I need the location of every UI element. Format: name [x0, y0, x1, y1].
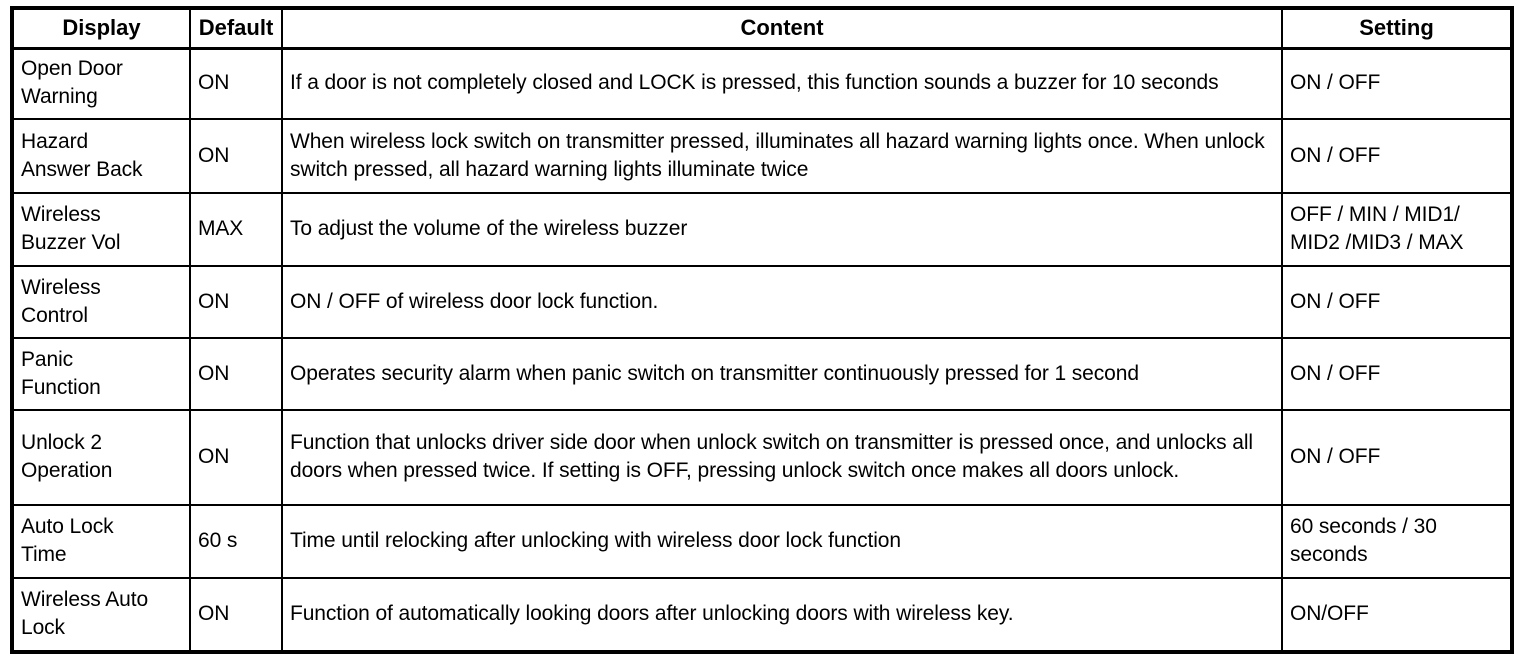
cell-content: Function that unlocks driver side door w… — [281, 409, 1283, 506]
column-header-default: Default — [189, 7, 283, 49]
table-row: Wireless Control ON ON / OFF of wireless… — [11, 265, 1513, 339]
header-row: Display Default Content Setting — [11, 7, 1513, 49]
cell-setting: OFF / MIN / MID1/ MID2 /MID3 / MAX — [1281, 192, 1513, 267]
cell-setting: ON / OFF — [1281, 47, 1513, 120]
column-header-display: Display — [11, 7, 191, 49]
cell-display: Hazard Answer Back — [11, 118, 191, 194]
cell-default: ON — [189, 409, 283, 506]
cell-setting: ON / OFF — [1281, 409, 1513, 506]
cell-default: 60 s — [189, 504, 283, 579]
table-row: Unlock 2 Operation ON Function that unlo… — [11, 409, 1513, 506]
cell-setting: ON / OFF — [1281, 337, 1513, 411]
cell-content: Time until relocking after unlocking wit… — [281, 504, 1283, 579]
cell-default: ON — [189, 265, 283, 339]
cell-display: Wireless Auto Lock — [11, 577, 191, 653]
table-row: Open Door Warning ON If a door is not co… — [11, 47, 1513, 120]
column-header-content: Content — [281, 7, 1283, 49]
cell-display: Panic Function — [11, 337, 191, 411]
table-row: Auto Lock Time 60 s Time until relocking… — [11, 504, 1513, 579]
wireless-settings-table: Display Default Content Setting Open Doo… — [10, 6, 1514, 654]
table-row: Wireless Auto Lock ON Function of automa… — [11, 577, 1513, 653]
cell-display: Unlock 2 Operation — [11, 409, 191, 506]
cell-content: When wireless lock switch on transmitter… — [281, 118, 1283, 194]
cell-display: Auto Lock Time — [11, 504, 191, 579]
cell-display: Wireless Control — [11, 265, 191, 339]
table-row: Panic Function ON Operates security alar… — [11, 337, 1513, 411]
cell-setting: ON / OFF — [1281, 118, 1513, 194]
cell-default: ON — [189, 118, 283, 194]
cell-content: Function of automatically looking doors … — [281, 577, 1283, 653]
cell-setting: 60 seconds / 30 seconds — [1281, 504, 1513, 579]
cell-content: ON / OFF of wireless door lock function. — [281, 265, 1283, 339]
cell-default: ON — [189, 47, 283, 120]
cell-setting: ON / OFF — [1281, 265, 1513, 339]
cell-setting: ON/OFF — [1281, 577, 1513, 653]
cell-display: Open Door Warning — [11, 47, 191, 120]
table-row: Wireless Buzzer Vol MAX To adjust the vo… — [11, 192, 1513, 267]
cell-content: Operates security alarm when panic switc… — [281, 337, 1283, 411]
cell-content: To adjust the volume of the wireless buz… — [281, 192, 1283, 267]
table-header: Display Default Content Setting — [11, 7, 1513, 49]
cell-default: MAX — [189, 192, 283, 267]
cell-default: ON — [189, 337, 283, 411]
cell-content: If a door is not completely closed and L… — [281, 47, 1283, 120]
cell-default: ON — [189, 577, 283, 653]
table-body: Open Door Warning ON If a door is not co… — [11, 47, 1513, 653]
column-header-setting: Setting — [1281, 7, 1513, 49]
table-row: Hazard Answer Back ON When wireless lock… — [11, 118, 1513, 194]
cell-display: Wireless Buzzer Vol — [11, 192, 191, 267]
